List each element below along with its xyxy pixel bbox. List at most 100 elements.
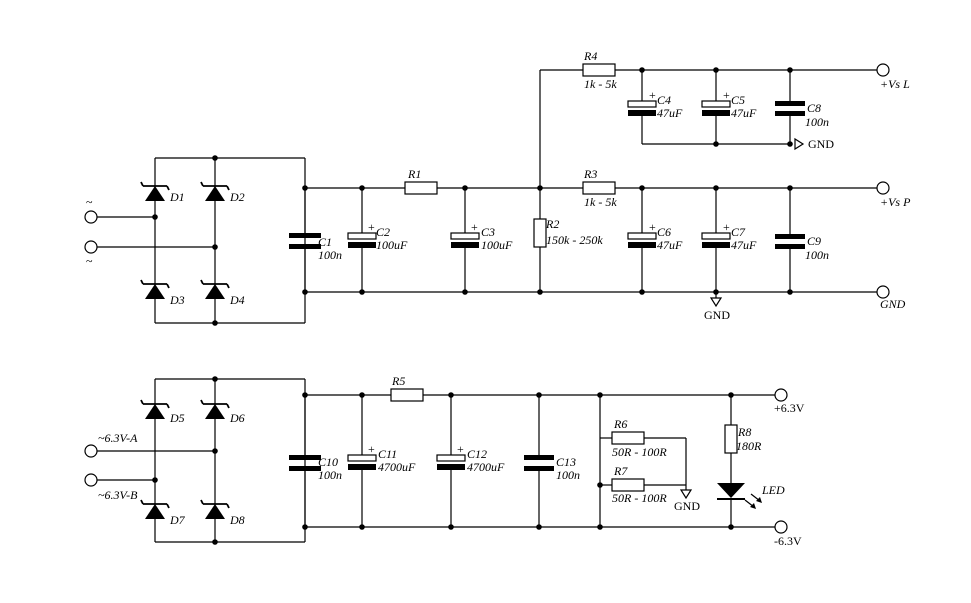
diode-D3: D3 xyxy=(140,279,185,307)
capacitor-C4: + C4 47uF xyxy=(627,70,683,144)
resistor-R8: R8 180R xyxy=(724,424,762,454)
capacitor-C7: + C7 47uF xyxy=(701,188,757,292)
capacitor-C1-ref: C1 xyxy=(318,235,332,249)
resistor-R8-value: 180R xyxy=(736,439,762,453)
resistor-R4: R4 1k - 5k xyxy=(582,49,617,91)
capacitor-C5-ref: C5 xyxy=(731,93,745,107)
capacitor-C6-value: 47uF xyxy=(657,238,683,252)
resistor-R3-ref: R3 xyxy=(583,167,597,181)
ac-input-terminals-lower[interactable]: ~6.3V-A ~6.3V-B xyxy=(84,431,138,502)
diode-D2: D2 xyxy=(200,181,245,204)
capacitor-C10-ref: C10 xyxy=(318,455,338,469)
resistor-R8-ref: R8 xyxy=(737,425,751,439)
resistor-R1: R1 xyxy=(404,167,438,195)
ac-input-2-label: ~ xyxy=(86,254,93,268)
ac-input-1-label: ~ xyxy=(86,195,93,209)
capacitor-C9: C9 100n xyxy=(775,188,829,292)
diode-D7: D7 xyxy=(140,499,186,527)
capacitor-C4-value: 47uF xyxy=(657,106,683,120)
output-vsp-label: +Vs P xyxy=(880,195,911,209)
capacitor-C13: C13 100n xyxy=(524,395,580,527)
gnd-symbol-lower: GND xyxy=(674,489,700,513)
capacitor-C6-ref: C6 xyxy=(657,225,671,239)
ac-input-a-label: ~6.3V-A xyxy=(98,431,138,445)
diode-D3-label: D3 xyxy=(169,293,185,307)
diode-D8: D8 xyxy=(200,499,245,527)
capacitor-C3-plus: + xyxy=(471,220,478,234)
resistor-R7-value: 50R - 100R xyxy=(612,491,667,505)
resistor-R6: R6 50R - 100R xyxy=(611,417,667,459)
light-emission-arrows-icon xyxy=(744,493,762,509)
capacitor-C12: + C12 4700uF xyxy=(436,395,505,527)
resistor-R2-value: 150k - 250k xyxy=(546,233,603,247)
junction-dots-upper xyxy=(152,67,793,326)
resistor-R3-value: 1k - 5k xyxy=(584,195,617,209)
diode-D7-label: D7 xyxy=(169,513,186,527)
capacitor-C3: + C3 100uF xyxy=(450,188,513,292)
capacitor-C5-plus: + xyxy=(723,88,730,102)
output-gnd-label: GND xyxy=(880,297,906,311)
upper-supply: D1 D2 D3 D4 ~ ~ C1 xyxy=(84,49,911,326)
capacitor-C7-value: 47uF xyxy=(731,238,757,252)
capacitor-C12-plus: + xyxy=(457,442,464,456)
capacitor-C3-value: 100uF xyxy=(481,238,513,252)
diode-D6-label: D6 xyxy=(229,411,245,425)
capacitor-C10-value: 100n xyxy=(318,468,342,482)
resistor-R7: R7 50R - 100R xyxy=(611,464,667,505)
capacitor-C10: C10 100n xyxy=(289,395,342,527)
capacitor-C7-plus: + xyxy=(723,220,730,234)
junction-dots-lower xyxy=(152,376,734,545)
capacitor-C2: + C2 100uF xyxy=(347,188,408,292)
output-terminal-neg63[interactable]: -6.3V xyxy=(774,520,802,548)
capacitor-C5: + C5 47uF xyxy=(701,70,757,144)
capacitor-C9-value: 100n xyxy=(805,248,829,262)
output-terminal-pos63[interactable]: +6.3V xyxy=(774,388,805,415)
output-terminal-vsl[interactable]: +Vs L xyxy=(876,63,910,91)
resistor-R1-ref: R1 xyxy=(407,167,421,181)
capacitor-C8-ref: C8 xyxy=(807,101,821,115)
capacitor-C13-value: 100n xyxy=(556,468,580,482)
capacitor-C6: + C6 47uF xyxy=(627,188,683,292)
ac-input-b-label: ~6.3V-B xyxy=(98,488,138,502)
diode-D4: D4 xyxy=(200,279,245,307)
capacitor-C12-ref: C12 xyxy=(467,447,487,461)
gnd-symbol-upper-bottom: GND xyxy=(704,292,730,322)
capacitor-C3-ref: C3 xyxy=(481,225,495,239)
capacitor-C1: C1 100n xyxy=(289,188,342,292)
capacitor-C9-ref: C9 xyxy=(807,234,821,248)
diode-D4-label: D4 xyxy=(229,293,245,307)
diode-D6: D6 xyxy=(200,399,245,425)
capacitor-C2-plus: + xyxy=(368,220,375,234)
resistor-R7-ref: R7 xyxy=(613,464,628,478)
diode-D2-label: D2 xyxy=(229,190,245,204)
output-terminal-gnd[interactable]: GND xyxy=(876,285,906,311)
gnd-label-lower: GND xyxy=(674,499,700,513)
capacitor-C11-plus: + xyxy=(368,442,375,456)
lower-wires xyxy=(97,378,775,543)
resistor-R5: R5 xyxy=(390,374,424,402)
ac-input-terminals-upper[interactable]: ~ ~ xyxy=(84,195,98,268)
capacitor-C13-ref: C13 xyxy=(556,455,576,469)
diode-D8-label: D8 xyxy=(229,513,245,527)
gnd-symbol-upper-right: GND xyxy=(794,137,834,151)
resistor-R5-ref: R5 xyxy=(391,374,405,388)
resistor-R4-value: 1k - 5k xyxy=(584,77,617,91)
capacitor-C12-value: 4700uF xyxy=(467,460,505,474)
resistor-R3: R3 1k - 5k xyxy=(582,167,617,209)
capacitor-C1-value: 100n xyxy=(318,248,342,262)
output-terminal-vsp[interactable]: +Vs P xyxy=(876,181,911,209)
resistor-R2-ref: R2 xyxy=(545,217,559,231)
capacitor-C4-plus: + xyxy=(649,88,656,102)
capacitor-C7-ref: C7 xyxy=(731,225,746,239)
capacitor-C5-value: 47uF xyxy=(731,106,757,120)
output-vsl-label: +Vs L xyxy=(880,77,910,91)
capacitor-C8-value: 100n xyxy=(805,115,829,129)
capacitor-C11: + C11 4700uF xyxy=(347,395,416,527)
gnd-label-upper-bottom: GND xyxy=(704,308,730,322)
diode-D1: D1 xyxy=(140,181,185,204)
capacitor-C4-ref: C4 xyxy=(657,93,671,107)
capacitor-C6-plus: + xyxy=(649,220,656,234)
capacitor-C8: C8 100n xyxy=(775,70,829,144)
